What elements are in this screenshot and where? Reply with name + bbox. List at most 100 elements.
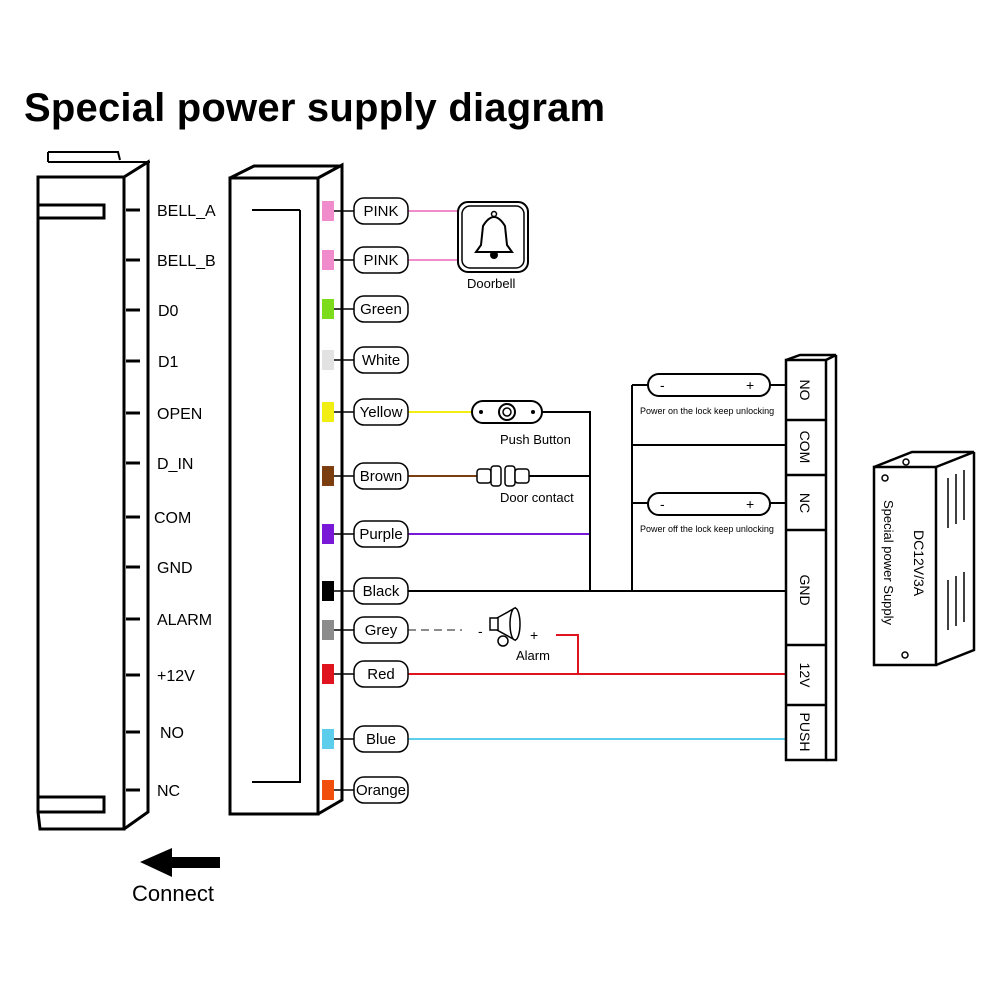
push-button-label: Push Button xyxy=(500,432,571,447)
alarm-label: Alarm xyxy=(516,648,550,663)
lock2-plus: + xyxy=(746,496,754,512)
doorbell: Doorbell xyxy=(457,201,529,291)
wire-color-tab xyxy=(322,466,334,486)
terminal-no: NO xyxy=(797,380,813,401)
pin-label: NO xyxy=(160,725,184,742)
pin-label: BELL_A xyxy=(157,203,216,220)
reader-housing xyxy=(36,151,150,831)
wire-label-bubble xyxy=(353,197,409,225)
wire-list: PINK PINK GreenWhiteYellowBrownPurpleBlack… xyxy=(322,197,786,804)
lock1-minus: - xyxy=(660,377,665,393)
wire-label: PINK xyxy=(363,203,398,220)
bell-icon xyxy=(474,210,514,259)
lock-module-power-off: - + Power off the lock keep unlocking xyxy=(640,492,774,534)
wire-color-tab xyxy=(322,524,334,544)
connector-block xyxy=(228,162,344,816)
wire-pink: PINK xyxy=(322,246,458,274)
alarm-siren xyxy=(489,606,521,647)
alarm-plus-label: + xyxy=(530,627,538,643)
alarm-wiring xyxy=(556,634,579,674)
connect-label: Connect xyxy=(132,881,214,906)
wire-label-bubble xyxy=(353,616,409,644)
wire-color-tab xyxy=(322,299,334,319)
wire-label-bubble xyxy=(353,660,409,688)
pin-label: ALARM xyxy=(157,612,212,629)
terminal-nc: NC xyxy=(797,493,813,513)
terminal-labels: NO COM NC GND 12V PUSH xyxy=(797,380,813,752)
power-supply-box: DC12V/3A Special power Supply xyxy=(872,450,976,667)
wire-orange: Orange xyxy=(322,776,409,804)
terminal-push: PUSH xyxy=(797,713,813,752)
pin-label: D1 xyxy=(158,354,179,371)
pin-label: OPEN xyxy=(157,406,202,423)
wire-green: Green xyxy=(322,295,409,323)
wire-label-bubble xyxy=(353,295,409,323)
wire-label-bubble xyxy=(353,398,409,426)
alarm-red-lead xyxy=(556,634,579,674)
push-button: Push Button xyxy=(471,400,571,447)
pin-label: GND xyxy=(157,560,193,577)
lock-module-power-on: - + Power on the lock keep unlocking xyxy=(640,373,774,416)
wire-yellow: Yellow xyxy=(322,398,472,426)
pin-label: +12V xyxy=(157,668,195,685)
connect-arrow-icon xyxy=(140,848,220,877)
wire-label: Black xyxy=(363,583,400,600)
wire-label-bubble xyxy=(353,246,409,274)
wire-label-bubble xyxy=(353,520,409,548)
wire-color-tab xyxy=(322,250,334,270)
wire-label: Blue xyxy=(366,731,396,748)
wire-black: Black xyxy=(322,577,786,605)
wire-label-bubble xyxy=(353,462,409,490)
wire-pink: PINK xyxy=(322,197,458,225)
wire-color-tab xyxy=(322,201,334,221)
wire-label-bubble xyxy=(353,577,409,605)
wire-label: Red xyxy=(367,666,395,683)
lock1-caption: Power on the lock keep unlocking xyxy=(640,406,774,416)
wire-label: PINK xyxy=(363,252,398,269)
wire-label: Green xyxy=(360,301,402,318)
wire-color-tab xyxy=(322,581,334,601)
wire-color-tab xyxy=(322,664,334,684)
lock1-plus: + xyxy=(746,377,754,393)
wire-color-tab xyxy=(322,729,334,749)
wire-blue: Blue xyxy=(322,725,786,753)
terminal-12v: 12V xyxy=(797,663,813,689)
wire-label: Brown xyxy=(360,468,403,485)
alarm-minus-label: - xyxy=(478,623,483,639)
terminal-gnd: GND xyxy=(797,574,813,605)
wire-label-bubble xyxy=(353,776,409,804)
wire-color-tab xyxy=(322,780,334,800)
lock2-caption: Power off the lock keep unlocking xyxy=(640,524,774,534)
door-contact xyxy=(476,465,530,487)
psu-model: DC12V/3A xyxy=(911,530,927,597)
pin-label: BELL_B xyxy=(157,253,216,270)
doorbell-label: Doorbell xyxy=(467,276,516,291)
wire-red: Red xyxy=(322,660,786,688)
wire-label: Yellow xyxy=(360,404,403,421)
connection-lines xyxy=(529,384,786,590)
wire-color-tab xyxy=(322,402,334,422)
page-title: Special power supply diagram xyxy=(24,86,606,130)
wire-brown: Brown xyxy=(322,462,477,490)
wire-color-tab xyxy=(322,350,334,370)
pin-label: COM xyxy=(154,510,191,527)
terminal-block xyxy=(784,353,838,762)
wire-white: White xyxy=(322,346,409,374)
wire-label: White xyxy=(362,352,400,369)
wire-purple: Purple xyxy=(322,520,590,548)
psu-description: Special power Supply xyxy=(881,500,896,626)
wire-label: Purple xyxy=(359,526,402,543)
wire-color-tab xyxy=(322,620,334,640)
wire-label-bubble xyxy=(353,346,409,374)
pin-label: D_IN xyxy=(157,456,193,473)
wire-label-bubble xyxy=(353,725,409,753)
wire-grey: Grey xyxy=(322,616,462,644)
lock2-minus: - xyxy=(660,496,665,512)
door-contact-label: Door contact xyxy=(500,490,574,505)
terminal-com: COM xyxy=(797,431,813,464)
wire-label: Grey xyxy=(365,622,398,639)
pin-label: D0 xyxy=(158,303,179,320)
wire-label: Orange xyxy=(356,782,406,799)
pin-label: NC xyxy=(157,783,180,800)
